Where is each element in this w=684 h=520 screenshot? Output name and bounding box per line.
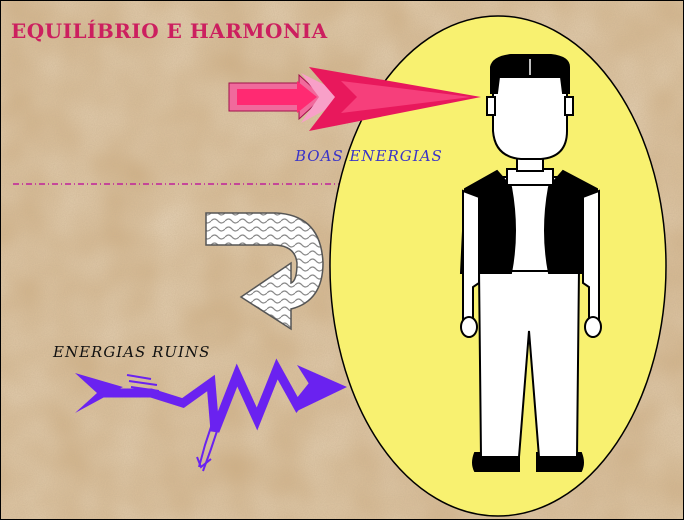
pink-arrow-icon bbox=[228, 67, 481, 131]
curved-return-arrow-icon bbox=[205, 212, 324, 331]
person-figure-icon bbox=[459, 54, 602, 472]
zigzag-arrow-icon bbox=[75, 358, 347, 472]
good-energy-label: BOAS ENERGIAS bbox=[295, 147, 443, 165]
page-title: EQUILÍBRIO E HARMONIA bbox=[11, 19, 328, 43]
bad-energy-label: ENERGIAS RUINS bbox=[53, 343, 211, 361]
